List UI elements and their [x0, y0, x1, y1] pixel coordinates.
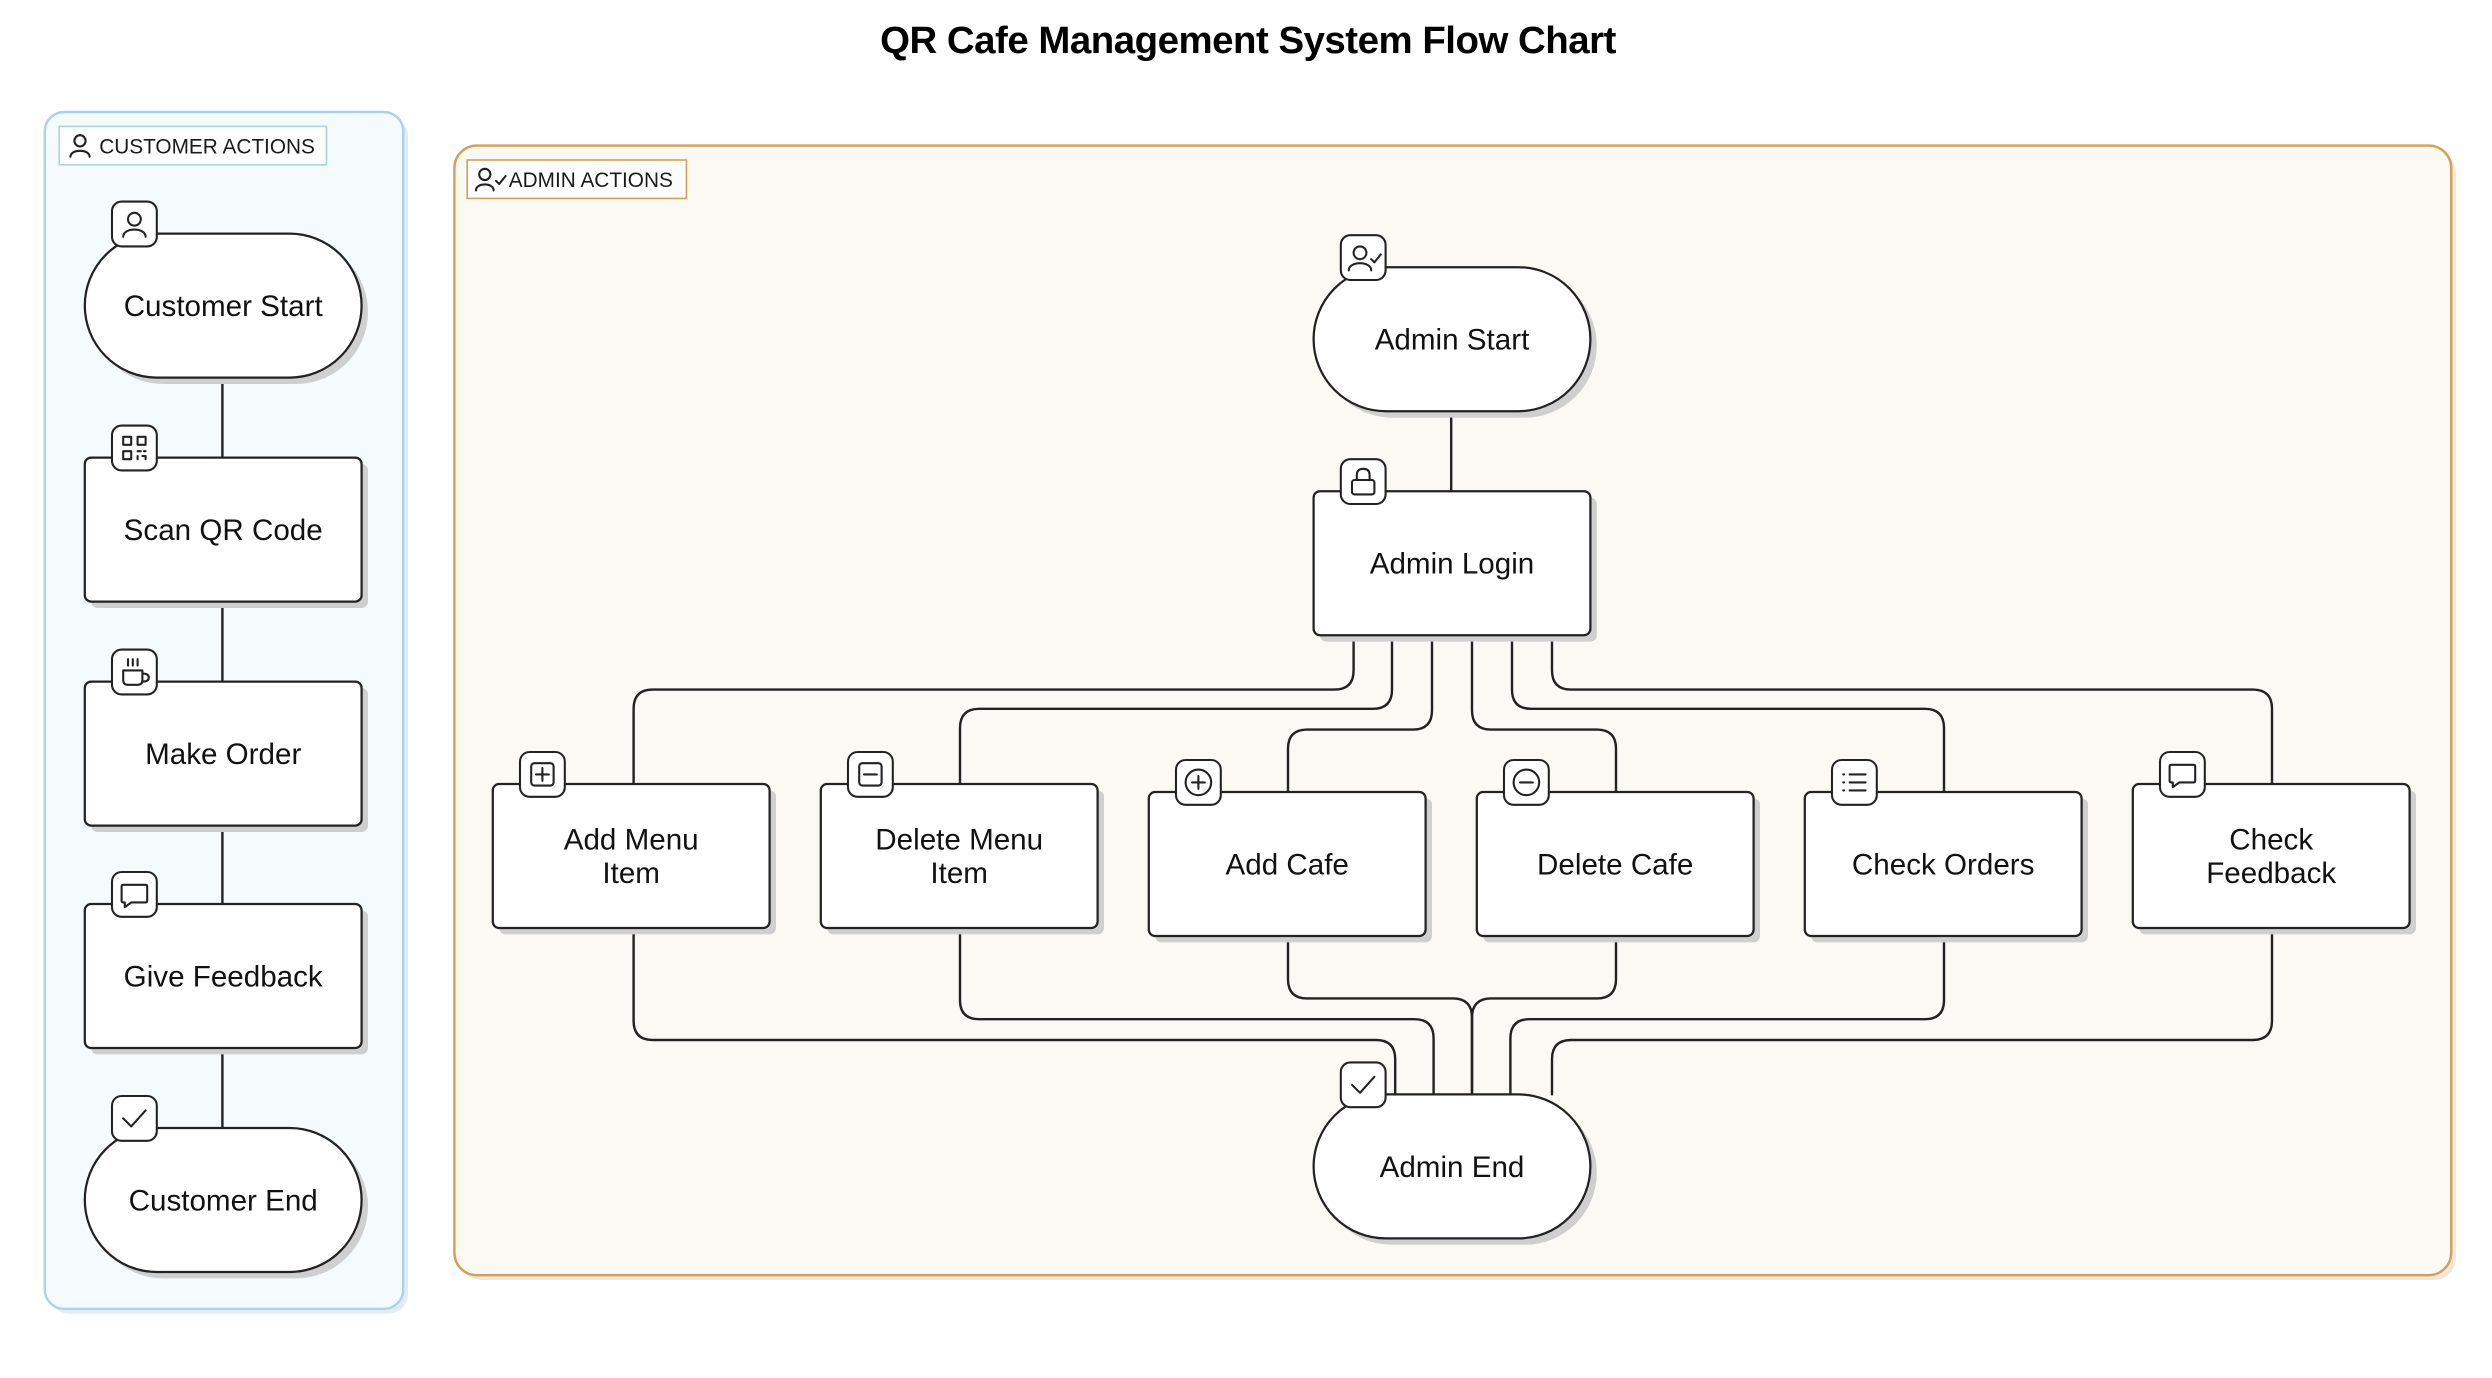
node-label: Add Cafe	[1226, 848, 1349, 881]
edge-admin-login-to-delete-menu-item	[958, 634, 1394, 786]
node-customer-end[interactable]: Customer End	[83, 1094, 368, 1279]
admin-group-label: ADMIN ACTIONS	[509, 169, 673, 192]
plus-square-icon	[518, 750, 566, 798]
admin-group-box	[453, 144, 2453, 1277]
check-icon	[110, 1094, 158, 1142]
node-scan-qr[interactable]: Scan QR Code	[83, 424, 368, 608]
node-label: Give Feedback	[124, 960, 323, 993]
terminal-shape	[1312, 1093, 1592, 1240]
edges-layer	[222, 378, 2274, 1130]
edge-line	[958, 926, 1435, 1096]
process-box	[83, 456, 363, 603]
node-label: Customer End	[129, 1184, 318, 1217]
node-label: Item	[930, 857, 988, 890]
user-check-icon	[474, 167, 507, 192]
edge-admin-login-to-add-menu-item	[632, 634, 1355, 786]
node-make-order[interactable]: Make Order	[83, 648, 368, 832]
admin-group: ADMIN ACTIONS	[453, 144, 2457, 1280]
edge-check-feedback-to-admin-end	[1550, 926, 2274, 1096]
process-box	[2131, 782, 2411, 930]
process-box	[83, 902, 363, 1050]
node-label: Delete Menu	[875, 824, 1043, 857]
node-label: Check Orders	[1852, 848, 2035, 881]
node-label: Admin Start	[1375, 324, 1530, 357]
coffee-cup-icon	[110, 648, 158, 696]
edge-add-menu-item-to-admin-end	[632, 926, 1397, 1096]
node-give-feedback[interactable]: Give Feedback	[83, 870, 368, 1055]
edge-line	[1470, 634, 1618, 794]
list-icon	[1830, 758, 1878, 806]
edge-line	[958, 634, 1394, 786]
edge-admin-login-to-check-orders	[1510, 634, 1946, 794]
user-icon	[69, 134, 91, 158]
minus-circle-icon	[1502, 758, 1550, 806]
edge-line	[1286, 934, 1474, 1096]
edge-admin-login-to-add-cafe	[1286, 634, 1434, 794]
edge-line	[1550, 926, 2274, 1096]
edge-delete-menu-item-to-admin-end	[958, 926, 1435, 1096]
process-box	[1312, 490, 1592, 637]
user-icon	[110, 200, 158, 248]
node-check-orders[interactable]: Check Orders	[1803, 758, 2088, 943]
edge-line	[1286, 634, 1434, 794]
edge-delete-cafe-to-admin-end	[1470, 934, 1618, 1096]
check-icon	[1339, 1061, 1387, 1109]
node-label: Check	[2229, 824, 2313, 857]
node-admin-start[interactable]: Admin Start	[1312, 234, 1597, 418]
chat-bubble-icon	[2158, 750, 2206, 798]
lock-icon	[1339, 458, 1387, 506]
node-add-cafe[interactable]: Add Cafe	[1147, 758, 1432, 943]
qr-code-icon	[110, 424, 158, 472]
edge-line	[1510, 634, 1946, 794]
node-label: Delete Cafe	[1537, 848, 1693, 881]
minus-square-icon	[846, 750, 894, 798]
process-box	[1803, 790, 2083, 938]
customer-group-label-box	[58, 125, 328, 166]
node-label: Make Order	[145, 738, 301, 771]
plus-circle-icon	[1174, 758, 1222, 806]
node-label: Feedback	[2206, 857, 2336, 890]
edge-check-orders-to-admin-end	[1509, 934, 1946, 1096]
node-label: Add Menu	[564, 824, 699, 857]
node-label: Scan QR Code	[124, 514, 323, 547]
process-box	[83, 680, 363, 827]
edge-add-cafe-to-admin-end	[1286, 934, 1474, 1096]
customer-group-label: CUSTOMER ACTIONS	[99, 136, 315, 159]
chat-bubble-icon	[110, 870, 158, 918]
node-label: Admin End	[1380, 1151, 1525, 1184]
process-box	[1147, 790, 1427, 938]
node-admin-login[interactable]: Admin Login	[1312, 458, 1597, 642]
node-admin-end[interactable]: Admin End	[1312, 1061, 1597, 1245]
edge-admin-login-to-delete-cafe	[1470, 634, 1618, 794]
node-delete-cafe[interactable]: Delete Cafe	[1475, 758, 1760, 943]
edge-line	[1470, 934, 1618, 1096]
node-label: Item	[602, 857, 660, 890]
process-box	[819, 782, 1099, 930]
page-title: QR Cafe Management System Flow Chart	[880, 19, 1616, 62]
edge-admin-login-to-check-feedback	[1550, 634, 2274, 786]
terminal-shape	[83, 1126, 363, 1274]
node-label: Admin Login	[1370, 548, 1535, 581]
process-box	[491, 782, 771, 930]
node-label: Customer Start	[124, 290, 323, 323]
process-box	[1475, 790, 1755, 938]
edge-line	[632, 926, 1397, 1096]
edge-line	[632, 634, 1355, 786]
terminal-shape	[83, 232, 363, 379]
node-customer-start[interactable]: Customer Start	[83, 200, 368, 384]
edge-line	[1509, 934, 1946, 1096]
terminal-shape	[1312, 266, 1592, 413]
user-check-icon	[1339, 234, 1387, 282]
edge-line	[1550, 634, 2274, 786]
